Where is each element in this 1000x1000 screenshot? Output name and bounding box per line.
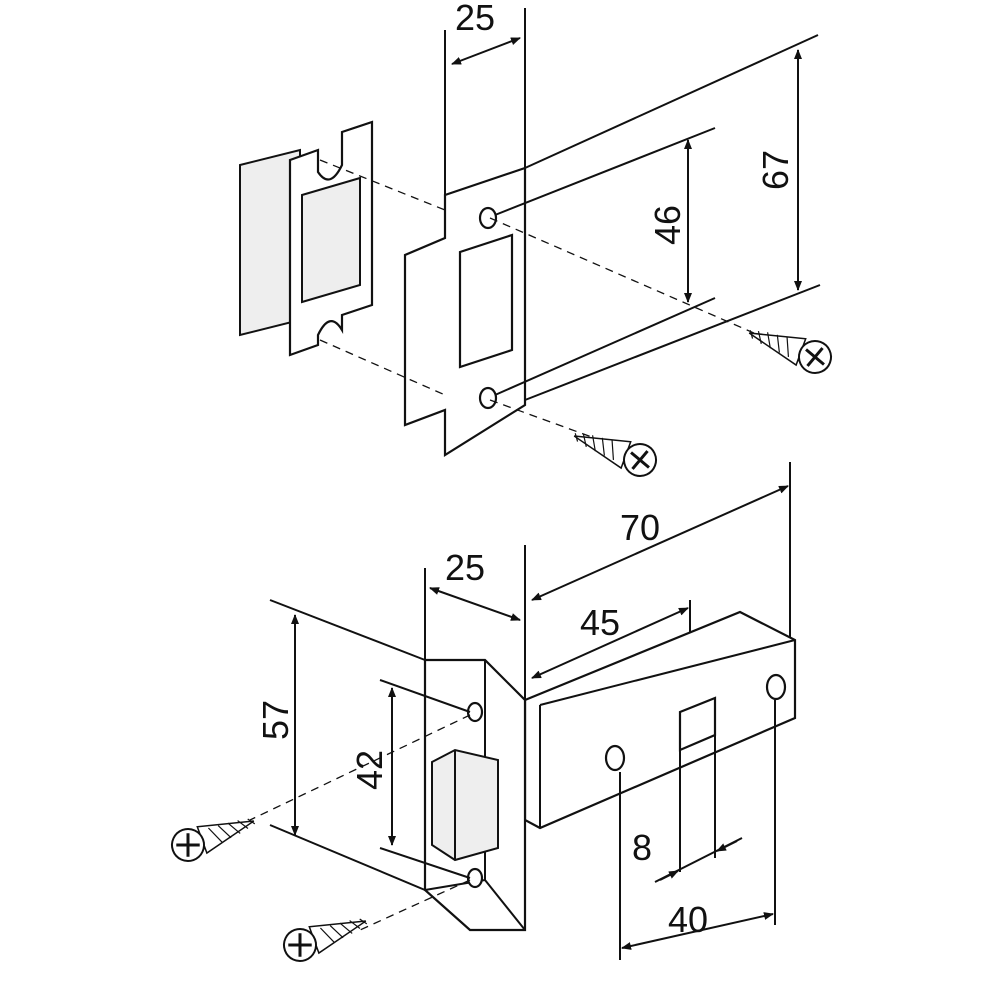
screw-icon: [742, 316, 838, 380]
screw-icon: [165, 804, 261, 868]
screw-icon: [567, 419, 663, 483]
strike-depth-arrow: [451, 37, 521, 65]
box-keeper: [239, 120, 374, 357]
backset-label: 45: [580, 602, 620, 643]
faceplate-depth-arrow: [429, 587, 521, 621]
overall-length-arrow: [531, 485, 789, 601]
strike-hole-spacing-label: 46: [647, 205, 688, 245]
latch-body: [523, 610, 797, 830]
faceplate-depth-label: 25: [445, 547, 485, 588]
fixing-spacing-arrow: [621, 912, 774, 950]
strike-assembly: 25 67 46: [239, 0, 838, 483]
strike-height-label: 67: [755, 150, 796, 190]
latch-assembly: 25 70 45 57 42: [165, 462, 797, 968]
faceplate-height-label: 57: [255, 700, 296, 740]
spindle-label: 8: [632, 827, 652, 868]
strike-depth-label: 25: [455, 0, 495, 38]
strike-plate: [403, 166, 527, 457]
overall-length-label: 70: [620, 507, 660, 548]
spindle-arrow: [659, 870, 679, 881]
latch-faceplate: [423, 658, 527, 932]
backset-arrow: [531, 607, 689, 679]
fixing-spacing-label: 40: [668, 899, 708, 940]
screw-icon: [277, 904, 373, 968]
